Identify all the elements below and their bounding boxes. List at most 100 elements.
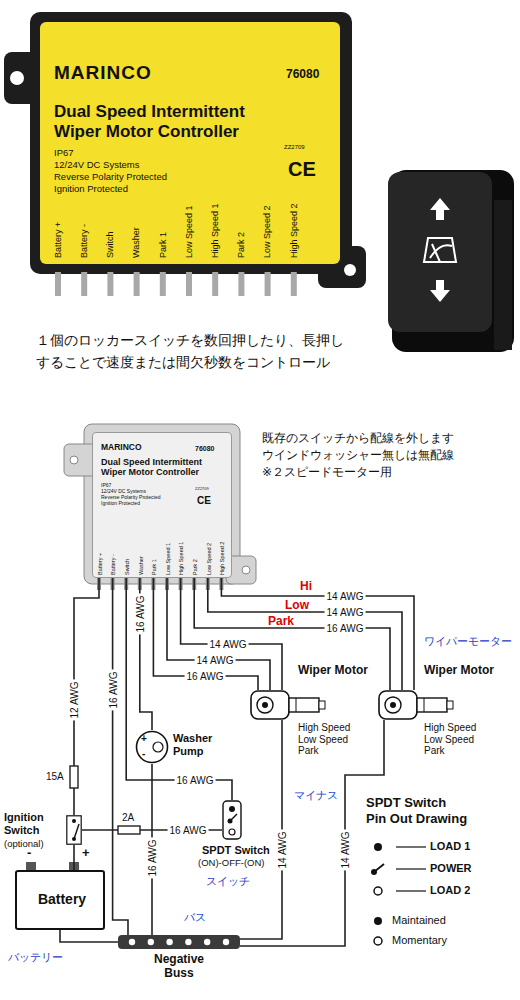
node-text: Low Speed 2 bbox=[262, 205, 272, 258]
fuse-symbol bbox=[70, 766, 78, 788]
drawing-circle bbox=[257, 697, 273, 713]
buss-screw bbox=[166, 939, 172, 945]
rocker-side bbox=[494, 200, 512, 350]
pump-drawing bbox=[135, 730, 169, 764]
arrow-icon bbox=[430, 198, 450, 220]
washer-pump: Washer Pump bbox=[135, 730, 169, 764]
node-text: Battery - bbox=[110, 554, 116, 575]
buss-screw bbox=[185, 939, 191, 945]
drawing-rect bbox=[417, 698, 447, 712]
node-text: Battery + bbox=[53, 222, 63, 258]
drawing-circle bbox=[153, 742, 163, 752]
node-text: Wiper Motor bbox=[424, 664, 494, 678]
buss-screw bbox=[223, 939, 229, 945]
pinout-line bbox=[396, 868, 426, 869]
drawing-line bbox=[424, 698, 425, 712]
wire bbox=[153, 578, 258, 690]
wire-gauge: 12 AWG bbox=[69, 680, 80, 721]
negative-buss: Negative Buss bbox=[118, 935, 240, 949]
node-text: 76080 bbox=[195, 445, 214, 453]
mounting-hole bbox=[242, 566, 250, 574]
controller-label: MARINCO76080Dual Speed Intermittent Wipe… bbox=[92, 432, 232, 578]
node-text: Battery - bbox=[79, 224, 89, 258]
legend-text: POWER bbox=[430, 862, 472, 875]
drawing-line bbox=[296, 698, 297, 712]
drawing-rect bbox=[67, 816, 81, 844]
drawing-circle bbox=[229, 806, 235, 812]
node-text: Low Speed 1 bbox=[165, 543, 171, 575]
drawing-circle bbox=[262, 702, 268, 708]
note-label: - bbox=[142, 748, 145, 760]
node-text: CE bbox=[288, 158, 316, 181]
wiper-icon bbox=[424, 238, 456, 262]
ignition-switch: Ignition Switch(optional) bbox=[66, 815, 82, 845]
node-text: Washer bbox=[138, 556, 144, 575]
fuse-symbol bbox=[118, 826, 140, 834]
note-label: ウインドウォッシャー無しは無配線 bbox=[262, 449, 454, 463]
mounting-hole bbox=[70, 456, 78, 464]
drawing-rect bbox=[289, 698, 319, 712]
wire-gauge: 14 AWG bbox=[325, 591, 366, 602]
node-text: High Speed 1 bbox=[210, 203, 220, 258]
node-text: Park 1 bbox=[158, 232, 168, 258]
rocker-face bbox=[388, 172, 492, 332]
wire-gauge: 14 AWG bbox=[277, 830, 288, 871]
pinout-line bbox=[396, 846, 426, 847]
connector-pin bbox=[238, 272, 244, 296]
node-text: Negative Buss bbox=[149, 953, 209, 981]
wire-gauge: 16 AWG bbox=[175, 775, 216, 786]
motor-drawing bbox=[378, 690, 458, 722]
node-text: (ON)-OFF-(ON) bbox=[198, 858, 264, 869]
node-text: Low Speed 1 bbox=[184, 205, 194, 258]
wire bbox=[60, 930, 118, 942]
node-text: IP67 bbox=[101, 483, 111, 489]
connector-pin bbox=[81, 272, 87, 296]
controller-housing bbox=[30, 12, 352, 274]
note-label: マイナス bbox=[294, 790, 338, 803]
node-text: Battery bbox=[17, 891, 107, 907]
buss-screw bbox=[204, 939, 210, 945]
node-text: Battery + bbox=[97, 553, 103, 575]
legend-sample bbox=[374, 887, 382, 895]
wire-gauge: 16 AWG bbox=[134, 594, 145, 635]
note-label: スイッチ bbox=[206, 876, 250, 889]
note-label: Low bbox=[285, 599, 309, 611]
wiper-motor: Wiper MotorHigh Speed Low Speed Park bbox=[250, 690, 290, 720]
switch-drawing bbox=[66, 815, 82, 845]
node-text: High Speed Low Speed Park bbox=[298, 722, 356, 757]
node-text: Washer Pump bbox=[173, 732, 221, 757]
node-text: Dual Speed Intermittent Wiper Motor Cont… bbox=[101, 457, 219, 478]
legend-sample bbox=[374, 917, 382, 925]
spdt-switch: SPDT Switch(ON)-OFF-(ON) bbox=[222, 800, 242, 840]
connector-pin bbox=[55, 272, 61, 296]
note-label: + bbox=[141, 733, 147, 745]
note-label: Park bbox=[268, 615, 294, 627]
wire-gauge: 16 AWG bbox=[107, 670, 118, 711]
motor-drawing bbox=[250, 690, 330, 722]
wire-gauge: 16 AWG bbox=[185, 671, 226, 682]
node-text: High Speed 1 bbox=[178, 542, 184, 575]
node-text: 76080 bbox=[286, 68, 319, 82]
connector-pin bbox=[291, 272, 297, 296]
drawing-circle bbox=[385, 697, 401, 713]
connector-pin bbox=[134, 272, 140, 296]
note-label: 15A bbox=[46, 771, 64, 783]
drawing-rect bbox=[319, 701, 325, 709]
legend-sample bbox=[374, 864, 384, 872]
drawing-circle bbox=[137, 732, 168, 763]
node-text: IP67 bbox=[54, 148, 74, 159]
connector-pin bbox=[265, 272, 271, 296]
note-label: ※２スピードモーター用 bbox=[262, 466, 392, 480]
drawing-rect bbox=[379, 691, 417, 719]
controller-label: MARINCO76080Dual Speed Intermittent Wipe… bbox=[40, 22, 340, 264]
legend-text: LOAD 1 bbox=[430, 840, 470, 853]
switch-drawing bbox=[222, 800, 242, 840]
node-text: High Speed 2 bbox=[289, 203, 299, 258]
drawing-rect bbox=[447, 701, 453, 709]
note-label: １個のロッカースイッチを数回押したり、長押しすることで速度または間欠秒数をコント… bbox=[36, 330, 352, 373]
controller-housing bbox=[84, 424, 240, 584]
wire-gauge: 16 AWG bbox=[168, 825, 209, 836]
node-text: Dual Speed Intermittent Wiper Motor Cont… bbox=[54, 102, 279, 141]
note-label: バッテリー bbox=[8, 952, 63, 965]
